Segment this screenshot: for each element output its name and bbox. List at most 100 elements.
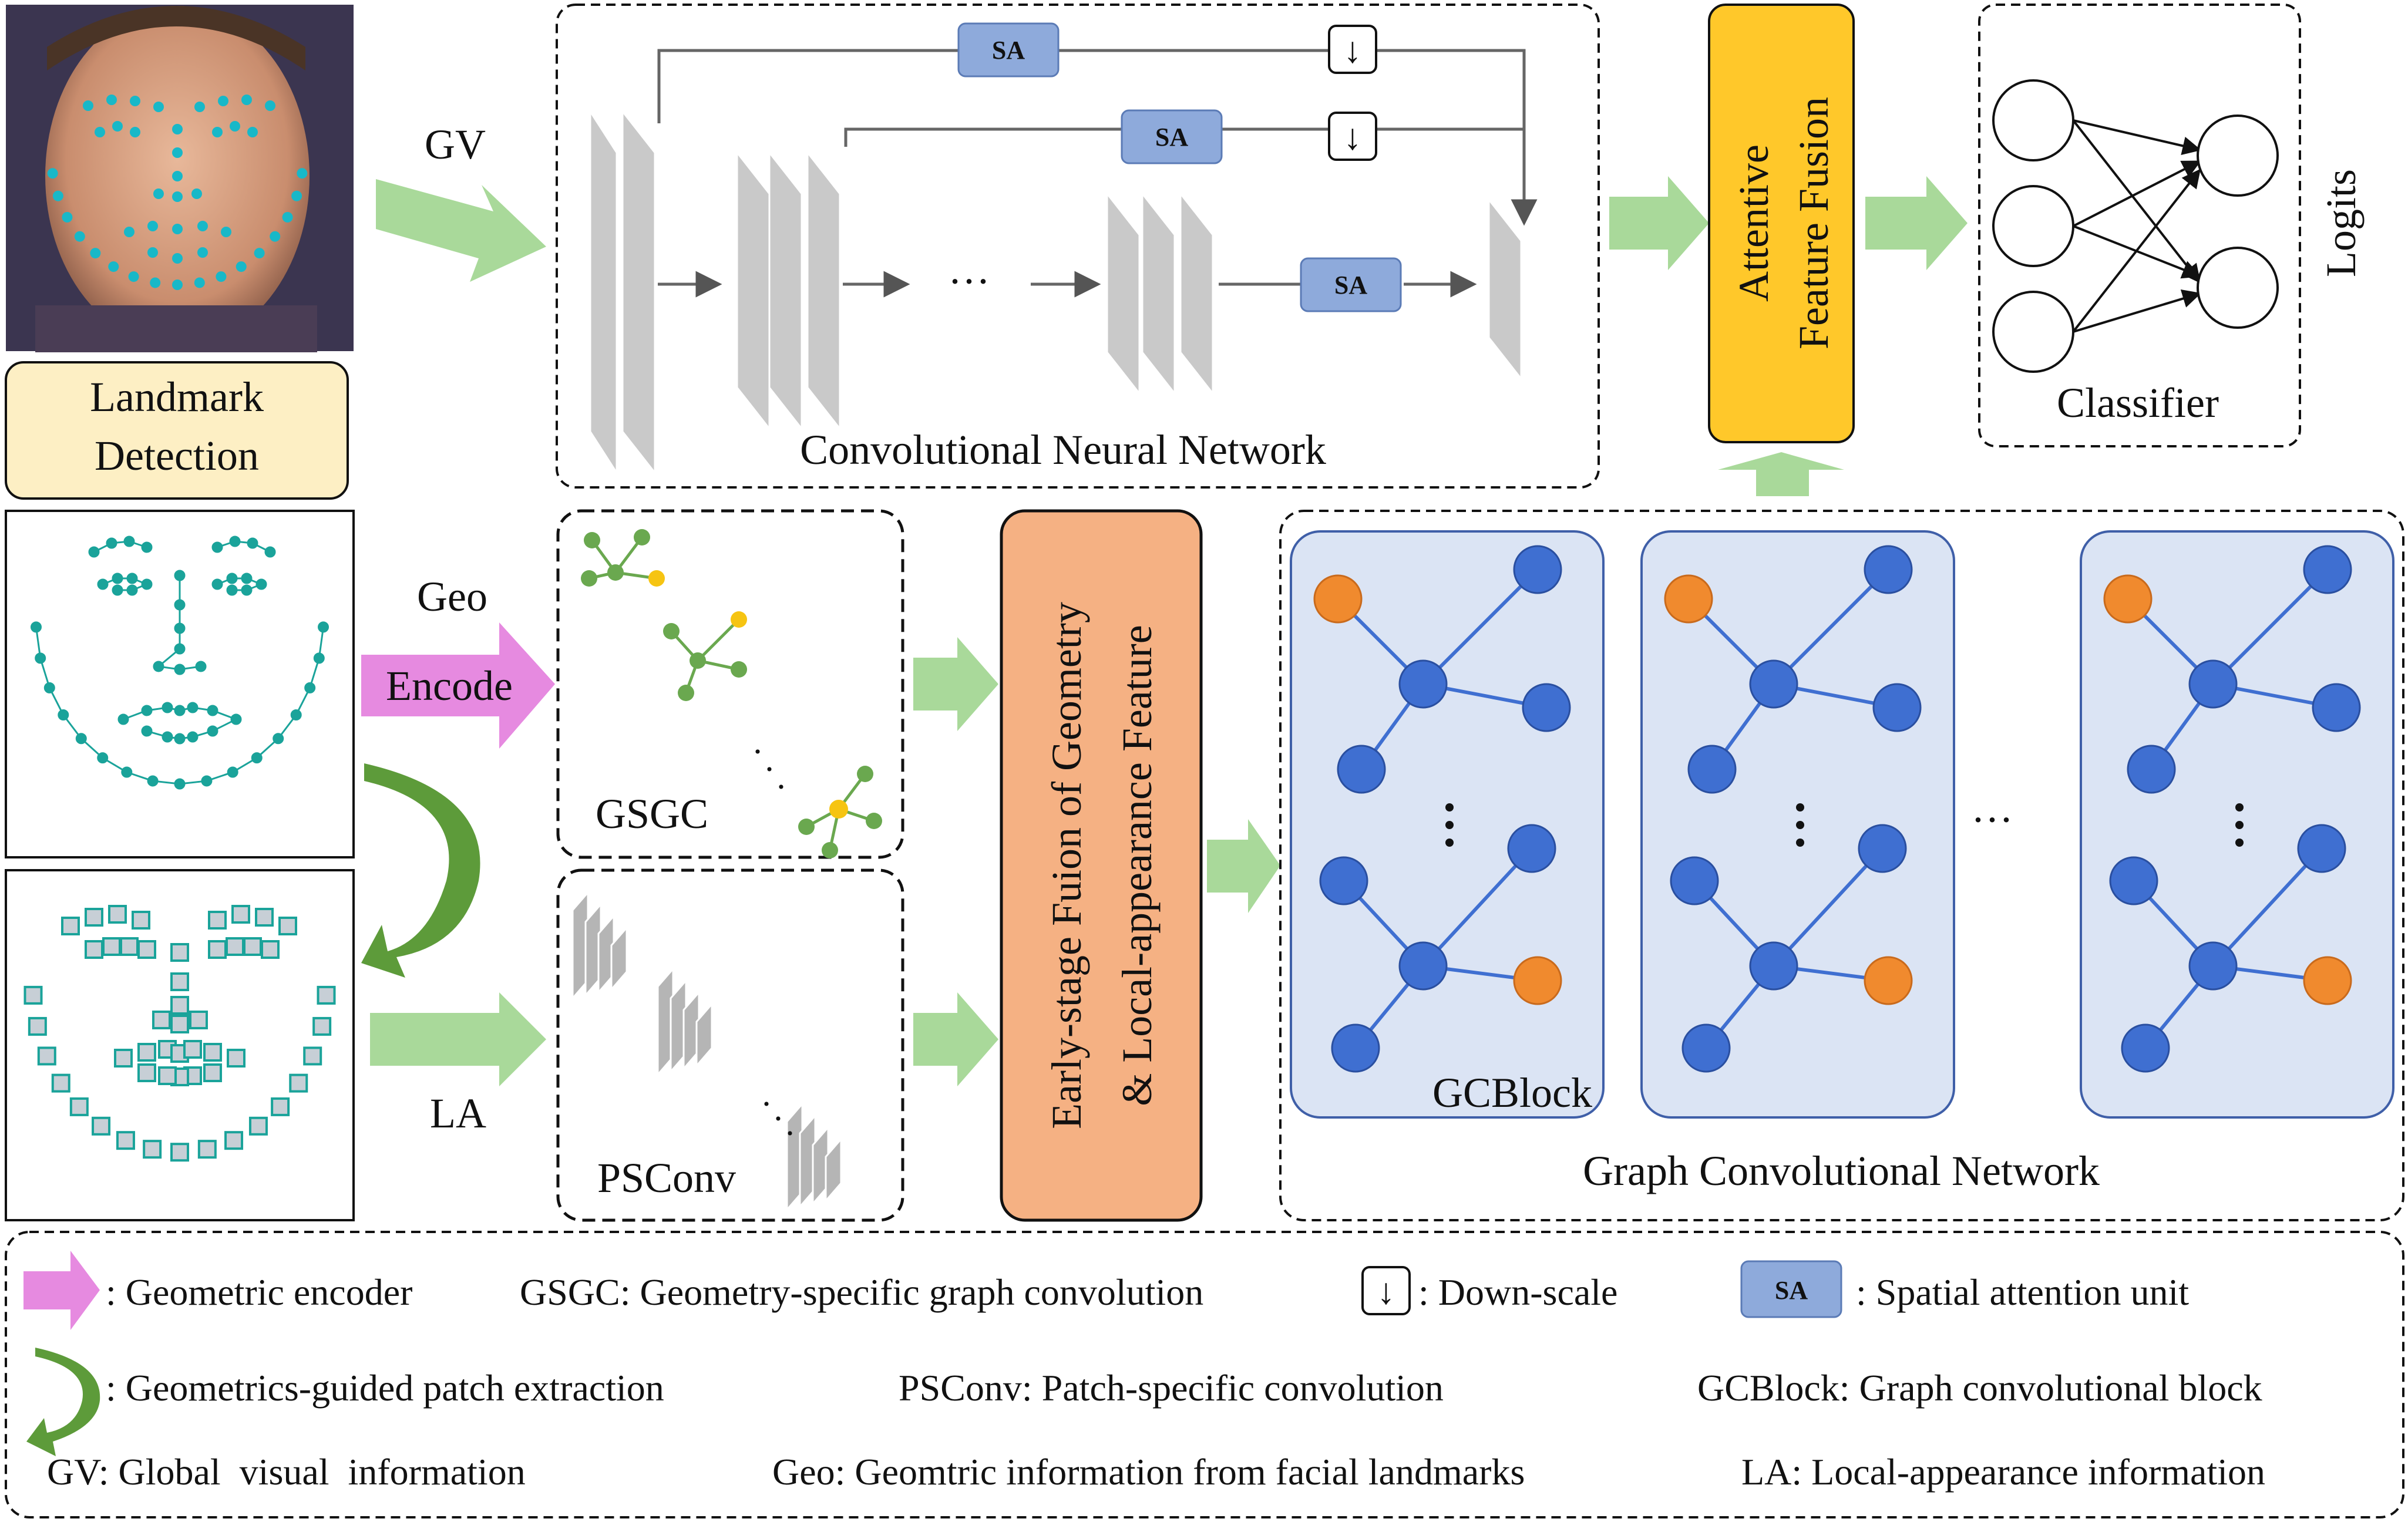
- feature-map: [621, 109, 656, 476]
- svg-text:↓: ↓: [1377, 1272, 1395, 1312]
- landmark-node: [226, 573, 238, 584]
- feature-map: [1488, 197, 1522, 382]
- patch: [170, 972, 189, 991]
- landmark-dot: [95, 127, 105, 137]
- landmark-node: [88, 546, 100, 558]
- graph-node-orange: [1513, 956, 1562, 1005]
- landmark-dot: [172, 124, 183, 134]
- landmark-node: [313, 652, 325, 664]
- vertical-ellipsis-dot: [1796, 839, 1804, 847]
- feature-map: [1106, 191, 1141, 396]
- feature-map: [1141, 191, 1176, 396]
- patch: [85, 940, 103, 959]
- feature-map: [768, 150, 803, 432]
- legend-gv: GV: Global visual information: [47, 1451, 526, 1493]
- feature-map: [736, 150, 771, 432]
- feature-map: [589, 108, 618, 476]
- classifier-label: Classifier: [2057, 379, 2219, 426]
- graph-node-orange: [1664, 574, 1713, 624]
- graph-node: [1513, 545, 1562, 594]
- patch: [261, 940, 280, 959]
- fusion-to-classifier-arrow: [1865, 176, 1968, 270]
- input-neuron: [1992, 185, 2074, 267]
- patch: [208, 911, 227, 930]
- landmark-dot: [291, 190, 302, 201]
- psconv-ellipsis: ·: [761, 1085, 772, 1123]
- landmark-dot: [212, 127, 223, 137]
- early-fusion-line2: & Local-appearance Feature: [1114, 625, 1161, 1106]
- landmark-dot: [216, 271, 227, 282]
- landmark-dot: [172, 147, 183, 158]
- patch: [197, 1140, 217, 1159]
- landmark-node: [211, 578, 223, 590]
- landmark-dot: [265, 100, 275, 111]
- landmark-dot: [147, 221, 158, 231]
- gcblock-label: GCBlock: [1432, 1069, 1592, 1116]
- psconv-box: [556, 868, 904, 1222]
- landmark-node: [174, 664, 186, 675]
- landmark-dot: [254, 248, 265, 259]
- landmark-node: [318, 621, 329, 633]
- patch: [152, 1011, 171, 1029]
- graph-edge: [1772, 847, 1884, 968]
- landmark-node: [126, 573, 138, 584]
- patch: [271, 1097, 290, 1116]
- graph-node: [2188, 941, 2238, 991]
- patch: [278, 917, 297, 935]
- landmark-node: [126, 584, 138, 596]
- patch: [312, 1016, 332, 1036]
- patch: [116, 1131, 135, 1150]
- patch-extraction-arrow: [361, 763, 480, 978]
- graph-node: [2121, 1023, 2170, 1073]
- graph-leaf-node: [731, 611, 747, 628]
- gv-label: GV: [425, 121, 486, 168]
- psconv-to-fusion-arrow: [913, 992, 998, 1086]
- patch: [28, 1016, 47, 1036]
- landmark-node: [211, 541, 223, 553]
- graph-node: [2297, 824, 2346, 873]
- graph-node-orange: [1313, 574, 1363, 624]
- graph-node: [1749, 659, 1798, 709]
- gsgc-label: GSGC: [596, 790, 708, 837]
- cnn-layers: [589, 108, 1522, 476]
- landmark-dot: [191, 188, 202, 199]
- patch: [170, 1143, 189, 1162]
- feature-line: [93, 540, 147, 553]
- landmark-graph: [30, 536, 329, 790]
- landmark-dot: [47, 168, 58, 179]
- landmark-node: [226, 584, 238, 596]
- patch-feature-map: [610, 925, 628, 992]
- graph-node-orange: [2303, 956, 2352, 1005]
- patch: [203, 1043, 222, 1062]
- graph-node: [1319, 856, 1368, 905]
- cnn-skip-connections: [657, 49, 1538, 298]
- psconv-label: PSConv: [597, 1154, 736, 1201]
- landmark-node: [123, 536, 135, 547]
- legend-spatial-attention: : Spatial attention unit: [1856, 1271, 2189, 1313]
- svg-text:SA: SA: [992, 36, 1025, 65]
- landmark-dot: [236, 261, 247, 272]
- landmark-graph-panel: [5, 510, 355, 858]
- legend-box: [5, 1231, 2404, 1518]
- patch: [189, 1011, 208, 1029]
- legend-sa-icon: SA: [1740, 1260, 1842, 1318]
- landmark-node: [187, 731, 199, 743]
- landmark-dot: [221, 227, 231, 237]
- svg-text:↓: ↓: [1344, 117, 1362, 157]
- patch: [132, 911, 150, 930]
- landmark-node: [247, 537, 258, 549]
- graph-edge: [2211, 568, 2329, 686]
- cnn-ellipsis: ···: [948, 258, 990, 305]
- landmark-node: [141, 541, 153, 553]
- landmark-node: [227, 766, 238, 778]
- graph-leaf-node: [648, 570, 665, 587]
- classifier-box: [1978, 4, 2301, 447]
- patch: [243, 937, 262, 956]
- feature-map: [806, 150, 841, 432]
- graph-edge: [1421, 568, 1539, 686]
- graph-node: [2127, 745, 2176, 794]
- patch: [231, 905, 250, 924]
- vertical-ellipsis-dot: [1445, 821, 1454, 829]
- legend-gsgc: GSGC: Geometry-specific graph convolutio…: [520, 1271, 1203, 1313]
